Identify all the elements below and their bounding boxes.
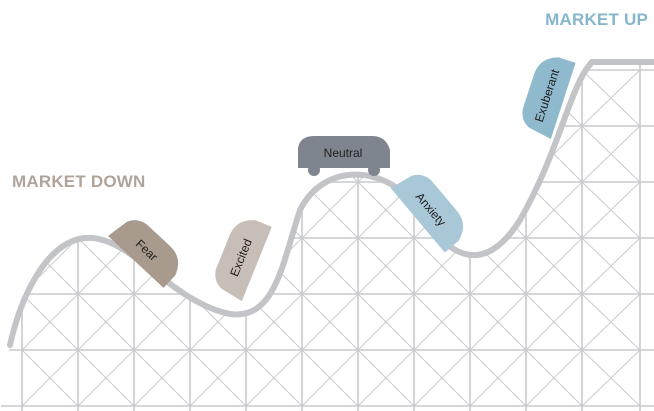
lattice-brace [413, 125, 471, 183]
lattice-brace [189, 125, 247, 183]
lattice-brace [133, 349, 191, 407]
lattice-brace [301, 69, 359, 127]
lattice-brace [413, 349, 471, 407]
lattice-brace [189, 125, 247, 183]
lattice-brace [525, 181, 583, 239]
lattice-brace [469, 69, 527, 127]
lattice-brace [21, 69, 79, 127]
lattice-brace [357, 69, 415, 127]
lattice-brace [581, 181, 641, 239]
lattice-brace [301, 349, 359, 407]
lattice-brace [245, 125, 303, 183]
lattice-brace [413, 69, 471, 127]
lattice-brace [469, 181, 527, 239]
excited-car: Excited [215, 220, 272, 302]
lattice-brace [357, 237, 415, 295]
lattice-brace [189, 69, 247, 127]
lattice-brace [469, 293, 527, 351]
lattice-brace [301, 293, 359, 351]
lattice-brace [77, 293, 135, 351]
exuberant-car: Exuberant [522, 57, 576, 139]
lattice-brace [189, 69, 247, 127]
lattice-brace [301, 237, 359, 295]
lattice-brace [245, 69, 303, 127]
lattice-brace [581, 237, 641, 295]
lattice-brace [21, 293, 79, 351]
lattice-brace [581, 293, 641, 351]
lattice-brace [413, 125, 471, 183]
lattice-brace [469, 237, 527, 295]
lattice-brace [469, 69, 527, 127]
lattice-brace [77, 69, 135, 127]
lattice-brace [357, 349, 415, 407]
lattice-brace [469, 349, 527, 407]
lattice-brace [133, 69, 191, 127]
lattice-brace [413, 293, 471, 351]
lattice-brace [245, 349, 303, 407]
neutral-wheel-left [308, 164, 320, 176]
neutral-wheel-right [368, 164, 380, 176]
lattice-brace [21, 349, 79, 407]
lattice-brace [189, 349, 247, 407]
lattice-brace [77, 69, 135, 127]
lattice-brace [133, 293, 191, 351]
lattice-brace [469, 125, 527, 183]
fear-car: Fear [107, 220, 179, 288]
lattice-brace [133, 69, 191, 127]
lattice-brace [581, 125, 641, 183]
market-up-label: MARKET UP [545, 10, 648, 29]
lattice-brace [301, 69, 359, 127]
lattice-brace [245, 293, 303, 351]
lattice-brace [357, 293, 415, 351]
neutral-label: Neutral [324, 146, 363, 160]
lattice-brace [581, 349, 641, 407]
market-down-label: MARKET DOWN [12, 172, 146, 191]
lattice-brace [357, 69, 415, 127]
lattice-brace [77, 349, 135, 407]
lattice-brace [525, 293, 583, 351]
lattice-brace [581, 69, 641, 127]
lattice-brace [21, 69, 79, 127]
neutral-car: Neutral [298, 136, 390, 176]
lattice-brace [525, 237, 583, 295]
lattice-brace [469, 125, 527, 183]
lattice-brace [525, 349, 583, 407]
lattice-brace [245, 69, 303, 127]
coaster-track [7, 59, 654, 348]
lattice-brace [301, 181, 359, 239]
anxiety-car: Anxiety [390, 174, 464, 253]
lattice-brace [413, 69, 471, 127]
lattice-brace [245, 125, 303, 183]
